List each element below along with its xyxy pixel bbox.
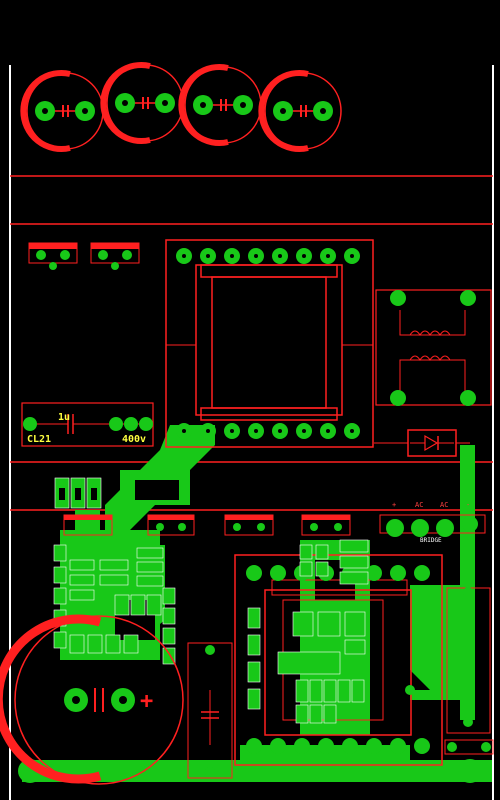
choke-l1[interactable] bbox=[375, 289, 492, 406]
capacitor-c3[interactable] bbox=[178, 64, 262, 146]
transformer-t1[interactable] bbox=[165, 239, 374, 448]
conn-pin-4-label: - bbox=[466, 501, 470, 509]
film-capacitor-cl21[interactable]: 1u CL21 400v bbox=[21, 402, 154, 447]
small-component-1[interactable] bbox=[28, 242, 78, 270]
smd-dark-marks bbox=[59, 488, 97, 500]
resistor-row[interactable] bbox=[63, 514, 351, 536]
capacitor-c4[interactable] bbox=[258, 70, 342, 152]
conn-name-label: BRIDGE bbox=[420, 537, 442, 544]
conn-pin-3-label: AC bbox=[440, 501, 448, 509]
right-side-parts[interactable] bbox=[405, 587, 494, 755]
diode-d1[interactable] bbox=[374, 429, 470, 457]
bulk-capacitor[interactable]: + bbox=[0, 614, 184, 785]
board-outline bbox=[9, 65, 494, 800]
conn-pin-2-label: AC bbox=[415, 501, 423, 509]
cap-ref-label: CL21 bbox=[27, 434, 51, 445]
top-capacitor-row bbox=[20, 62, 342, 152]
small-component-2[interactable] bbox=[90, 242, 140, 270]
bulk-cap-polarity: + bbox=[140, 689, 153, 714]
capacitor-c1[interactable] bbox=[20, 70, 104, 152]
conn-pin-1-label: + bbox=[392, 501, 396, 509]
smd-cluster-left[interactable] bbox=[53, 477, 176, 665]
cap-value-label: 1u bbox=[58, 412, 70, 423]
bridge-connector[interactable]: + AC AC - BRIDGE bbox=[379, 501, 486, 544]
silkscreen-guides bbox=[10, 175, 493, 511]
capacitor-c2[interactable] bbox=[100, 62, 184, 144]
cap-voltage-label: 400v bbox=[122, 434, 146, 445]
power-module[interactable] bbox=[234, 539, 443, 766]
vertical-capacitor[interactable] bbox=[187, 642, 233, 779]
